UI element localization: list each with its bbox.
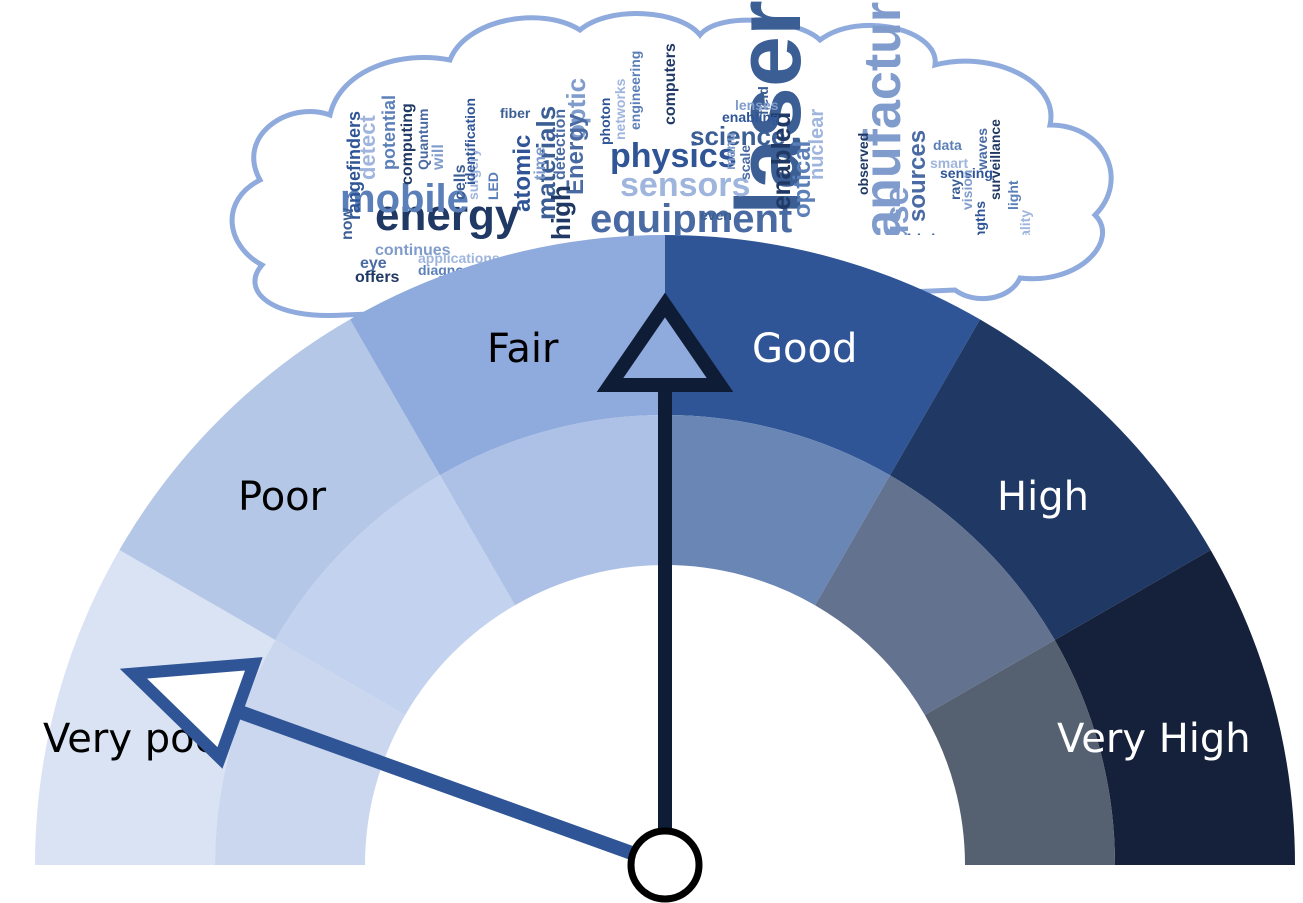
cloud-word: light — [1005, 180, 1021, 210]
cloud-word: networks — [612, 78, 628, 140]
cloud-word: now — [339, 207, 356, 240]
cloud-word: optic — [561, 78, 591, 140]
segment-inner-fair — [440, 415, 665, 606]
cloud-word: eye — [360, 255, 387, 272]
cloud-word: LED — [485, 172, 501, 200]
cloud-word: surveillance — [987, 119, 1003, 200]
segment-outer-high — [890, 319, 1211, 640]
cloud-word: computing — [399, 103, 416, 185]
cloud-word: will — [430, 144, 447, 171]
cloud-word: science — [690, 121, 785, 151]
segment-inner-very-high — [924, 640, 1115, 865]
current-needle — [596, 292, 734, 865]
cloud-word: enabled — [766, 112, 796, 210]
cloud-word: applications — [418, 250, 500, 266]
cloud-word: photon — [597, 98, 613, 145]
cloud-word: ray — [947, 179, 963, 200]
needle-pivot — [627, 827, 703, 903]
cloud-word: physics — [610, 137, 737, 175]
cloud-word: rangefinders — [344, 111, 364, 220]
previous-needle-shaft — [234, 704, 668, 872]
cloud-word: nuclear — [806, 109, 828, 180]
cloud-word: offers — [355, 269, 400, 286]
segment-label-fair: Fair — [487, 326, 559, 372]
previous-needle — [119, 657, 668, 872]
cloud-word: sensors — [620, 166, 750, 204]
cloud-word: smart — [930, 155, 968, 171]
segment-inner-poor — [275, 475, 515, 715]
segment-outer-good — [665, 235, 980, 476]
cloud-word: sensing — [940, 165, 993, 181]
cloud-word: laser — [718, 0, 820, 215]
cloud-word: fiber — [500, 105, 531, 121]
segment-label-high: High — [997, 474, 1089, 520]
cloud-word: energy — [375, 191, 520, 240]
cloud-word: optical — [789, 141, 816, 218]
cloud-word: surgery — [465, 148, 481, 200]
cloud-word: data — [933, 137, 962, 153]
previous-needle-arrowhead — [119, 657, 263, 769]
segment-outer-fair — [350, 235, 665, 476]
cloud-word: lenses — [735, 97, 779, 113]
gauge-segments — [0, 235, 1303, 903]
gauge-labels: Very poor Poor Fair Good High Very High — [43, 326, 1251, 762]
cloud-word: computers — [662, 43, 679, 125]
cloud-word: cells — [452, 164, 469, 200]
segment-outer-very-poor — [35, 550, 276, 865]
cloud-word: equipment — [590, 197, 792, 241]
cloud-word: observed — [855, 133, 871, 195]
cloud-word: enabling — [722, 109, 780, 125]
current-needle-arrowhead — [596, 292, 734, 392]
cloud-word: field — [755, 86, 771, 115]
cloud-word: manu — [722, 133, 738, 170]
cloud-outline — [229, 11, 1114, 319]
cloud-word: materials — [531, 106, 561, 220]
segment-outer-very-high — [1054, 550, 1295, 865]
cloud-word: Quantum — [415, 109, 431, 170]
segment-inner-good — [665, 415, 890, 606]
segment-outer-poor — [119, 319, 441, 640]
cloud-word: even — [700, 207, 732, 223]
segment-label-good: Good — [752, 326, 857, 372]
cloud-word: detect — [355, 115, 380, 180]
cloud-word: identification — [462, 98, 478, 185]
segment-inner-high — [815, 475, 1055, 715]
cloud-word: time — [532, 147, 549, 180]
cloud-word: vision — [959, 170, 975, 210]
cloud-word: Energy — [562, 113, 589, 195]
segment-inner-very-poor — [215, 640, 406, 865]
cloud-word: high — [546, 185, 576, 240]
cloud-word: waves — [974, 128, 990, 171]
cloud-word: scale — [737, 145, 753, 180]
segment-label-poor: Poor — [238, 474, 327, 520]
cloud-word: detection — [552, 109, 569, 180]
cloud-word: atomic — [509, 135, 536, 212]
segment-label-very-high: Very High — [1057, 716, 1251, 762]
cloud-word: mobile — [340, 177, 469, 221]
cloud-word: continues — [375, 242, 451, 259]
gauge-needles — [119, 292, 734, 903]
cloud-word: engineering — [627, 51, 643, 130]
cloud-word: sources — [904, 130, 931, 222]
cloud-word: potential — [379, 95, 399, 170]
